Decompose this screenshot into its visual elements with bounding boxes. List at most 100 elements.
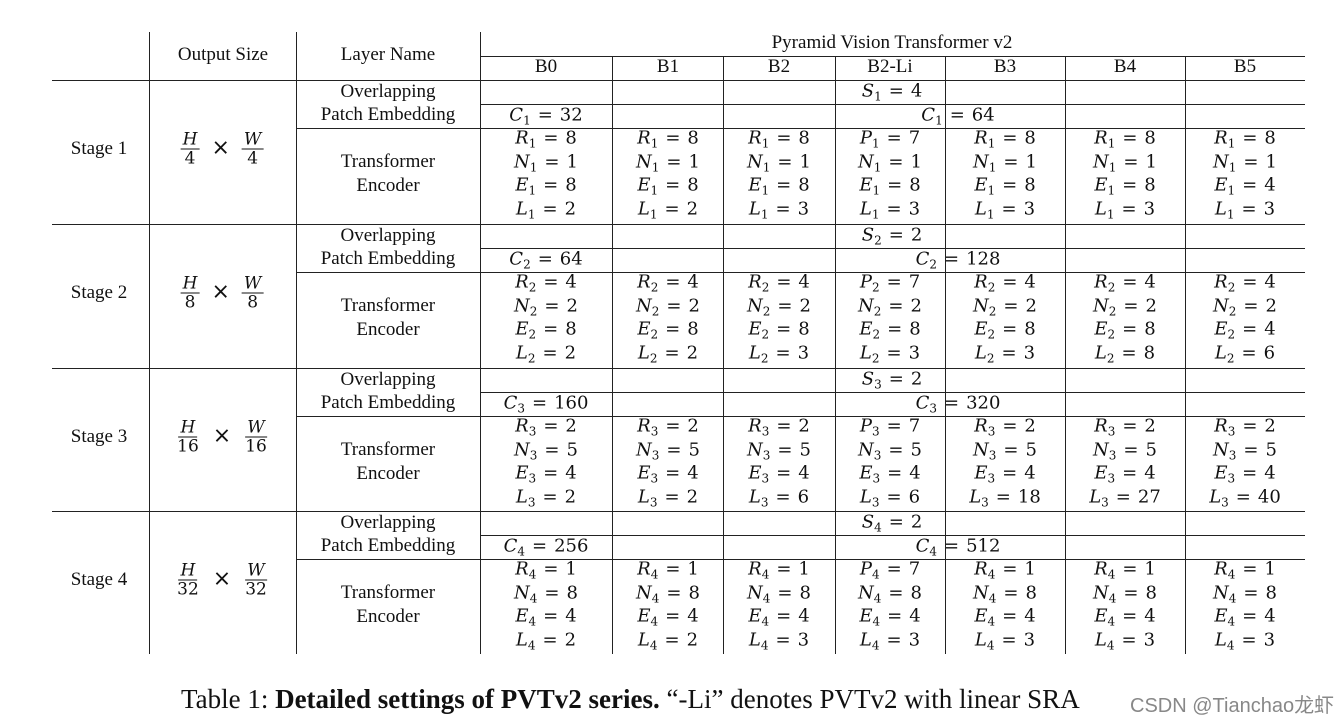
math-value: 8 bbox=[909, 174, 921, 196]
param-cell: R4=1 bbox=[637, 559, 699, 582]
math-equals: = bbox=[543, 558, 559, 580]
math-value: 4 bbox=[909, 605, 921, 627]
math-subscript: 2 bbox=[987, 327, 996, 342]
math-value: 8 bbox=[910, 582, 922, 604]
math-equals: = bbox=[1242, 558, 1258, 580]
stage-label: Stage 2 bbox=[70, 281, 128, 303]
math-equals: = bbox=[1243, 295, 1259, 317]
math-subscript: 3 bbox=[528, 471, 537, 486]
math-symbol: N bbox=[636, 582, 652, 604]
channels-b0-cell: C2=64 bbox=[509, 249, 582, 272]
math-equals: = bbox=[542, 198, 558, 220]
math-symbol: E bbox=[637, 605, 651, 627]
param-cell: R3=2 bbox=[1214, 416, 1276, 439]
math-subscript: 4 bbox=[650, 567, 659, 582]
layer-enc-line1: Transformer bbox=[340, 582, 436, 603]
math-equals: = bbox=[886, 558, 902, 580]
math-equals: = bbox=[777, 439, 793, 461]
math-value: 1 bbox=[1145, 151, 1157, 173]
math-value: 8 bbox=[1024, 318, 1036, 340]
math-equals: = bbox=[776, 174, 792, 196]
param-cell: L3=40 bbox=[1209, 487, 1281, 510]
math-symbol: S bbox=[861, 224, 875, 246]
math-value: 2 bbox=[566, 295, 578, 317]
math-subscript: 4 bbox=[1227, 614, 1236, 629]
fraction-numerator: H bbox=[180, 129, 200, 150]
math-value: 8 bbox=[688, 582, 700, 604]
math-symbol: E bbox=[1094, 318, 1108, 340]
stage-separator bbox=[52, 224, 1305, 225]
param-cell: N3=5 bbox=[973, 439, 1037, 462]
fraction-denominator: 32 bbox=[245, 579, 267, 600]
math-subscript: 4 bbox=[1107, 614, 1116, 629]
math-subscript: 3 bbox=[760, 495, 769, 510]
math-equals: = bbox=[886, 127, 902, 149]
times-sign: × bbox=[212, 566, 232, 592]
math-value: 4 bbox=[1264, 462, 1276, 484]
math-subscript: 2 bbox=[1106, 351, 1115, 366]
param-cell: E1=8 bbox=[859, 175, 920, 198]
math-equals: = bbox=[665, 558, 681, 580]
math-symbol: E bbox=[859, 318, 873, 340]
math-equals: = bbox=[1002, 271, 1018, 293]
math-equals: = bbox=[543, 415, 559, 437]
math-value: 320 bbox=[966, 392, 1001, 414]
param-cell: N4=8 bbox=[1093, 582, 1157, 605]
math-value: 4 bbox=[798, 271, 810, 293]
param-cell: L1=2 bbox=[516, 199, 576, 222]
math-symbol: E bbox=[859, 462, 873, 484]
param-cell: E1=8 bbox=[637, 175, 698, 198]
fraction-numerator: W bbox=[245, 417, 267, 438]
math-subscript: 2 bbox=[1107, 280, 1116, 295]
math-value: 7 bbox=[908, 127, 921, 149]
math-subscript: 2 bbox=[929, 257, 937, 272]
math-subscript: 3 bbox=[929, 401, 937, 416]
math-value: 2 bbox=[1264, 415, 1276, 437]
math-symbol: E bbox=[974, 174, 988, 196]
embed-rule bbox=[296, 127, 1305, 129]
math-equals: = bbox=[664, 486, 680, 508]
math-equals: = bbox=[537, 248, 553, 270]
math-subscript: 4 bbox=[529, 591, 538, 606]
math-subscript: 3 bbox=[987, 424, 996, 439]
math-symbol: R bbox=[637, 558, 651, 580]
stride-rule bbox=[480, 535, 1305, 536]
param-cell: R1=8 bbox=[748, 128, 810, 151]
math-equals: = bbox=[1243, 439, 1259, 461]
math-value: 2 bbox=[687, 415, 699, 437]
math-symbol: S bbox=[861, 368, 875, 390]
fraction-numerator: W bbox=[241, 273, 264, 294]
math-value: 3 bbox=[1263, 198, 1276, 220]
math-symbol: R bbox=[637, 415, 651, 437]
math-subscript: 1 bbox=[874, 89, 882, 104]
math-subscript: 4 bbox=[761, 614, 770, 629]
math-value: 1 bbox=[688, 151, 700, 173]
math-symbol: N bbox=[1213, 439, 1229, 461]
col-divider-model bbox=[945, 56, 946, 654]
math-subscript: 2 bbox=[650, 280, 659, 295]
math-value: 6 bbox=[908, 486, 921, 508]
math-value: 2 bbox=[799, 295, 811, 317]
math-subscript: 4 bbox=[761, 567, 770, 582]
math-equals: = bbox=[666, 439, 682, 461]
layer-ope-line1: Overlapping bbox=[340, 512, 436, 533]
math-subscript: 1 bbox=[1227, 136, 1236, 151]
math-equals: = bbox=[543, 318, 559, 340]
math-symbol: N bbox=[514, 295, 530, 317]
math-value: 2 bbox=[686, 629, 699, 651]
math-equals: = bbox=[1121, 342, 1137, 364]
math-value: 1 bbox=[565, 558, 577, 580]
math-equals: = bbox=[666, 582, 682, 604]
math-subscript: 4 bbox=[1107, 567, 1116, 582]
math-subscript: 3 bbox=[988, 448, 997, 463]
group-underline bbox=[480, 56, 1305, 57]
math-equals: = bbox=[543, 174, 559, 196]
math-subscript: 1 bbox=[650, 183, 659, 198]
param-cell: R3=2 bbox=[515, 416, 577, 439]
math-subscript: 2 bbox=[872, 327, 881, 342]
math-subscript: 4 bbox=[871, 638, 880, 653]
math-subscript: 1 bbox=[986, 207, 995, 222]
math-symbol: N bbox=[973, 295, 989, 317]
